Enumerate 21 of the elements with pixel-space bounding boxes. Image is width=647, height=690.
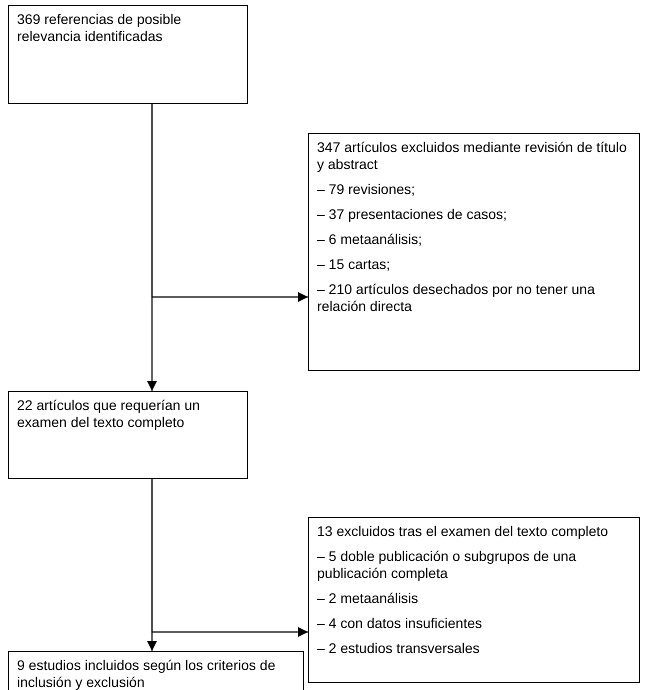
list-item: – 4 con datos insuficientes [317,615,483,632]
box-text: 9 estudios incluidos según los criterios de inclusión y exclusión [17,657,276,690]
box-text: 22 artículos que requerían un examen del texto completo [17,397,201,431]
list-item: – 2 estudios transversales [317,640,481,657]
process-box [8,5,248,104]
box-text: 369 referencias de posible relevancia identificadas [17,11,182,45]
list-item: – 210 artículos desechados por no tener una relación directa [317,281,596,315]
process-box [308,517,640,683]
process-box [8,391,248,479]
list-item: – 15 cartas; [317,256,392,273]
list-item: – 6 metaanálisis; [317,231,424,248]
list-item: – 5 doble publicación o subgrupos de una publicación completa [317,548,578,582]
list-item: – 79 revisiones; [317,181,416,198]
box-text: 13 excluidos tras el examen del texto completo [317,523,610,540]
list-item: – 37 presentaciones de casos; [317,206,508,223]
process-box [308,133,640,371]
box-text: 347 artículos excluidos mediante revisión de título y abstract [317,139,628,173]
arrow [151,104,308,302]
arrow [151,479,308,637]
process-box [8,651,304,690]
list-item: – 2 metaanálisis [317,590,420,607]
